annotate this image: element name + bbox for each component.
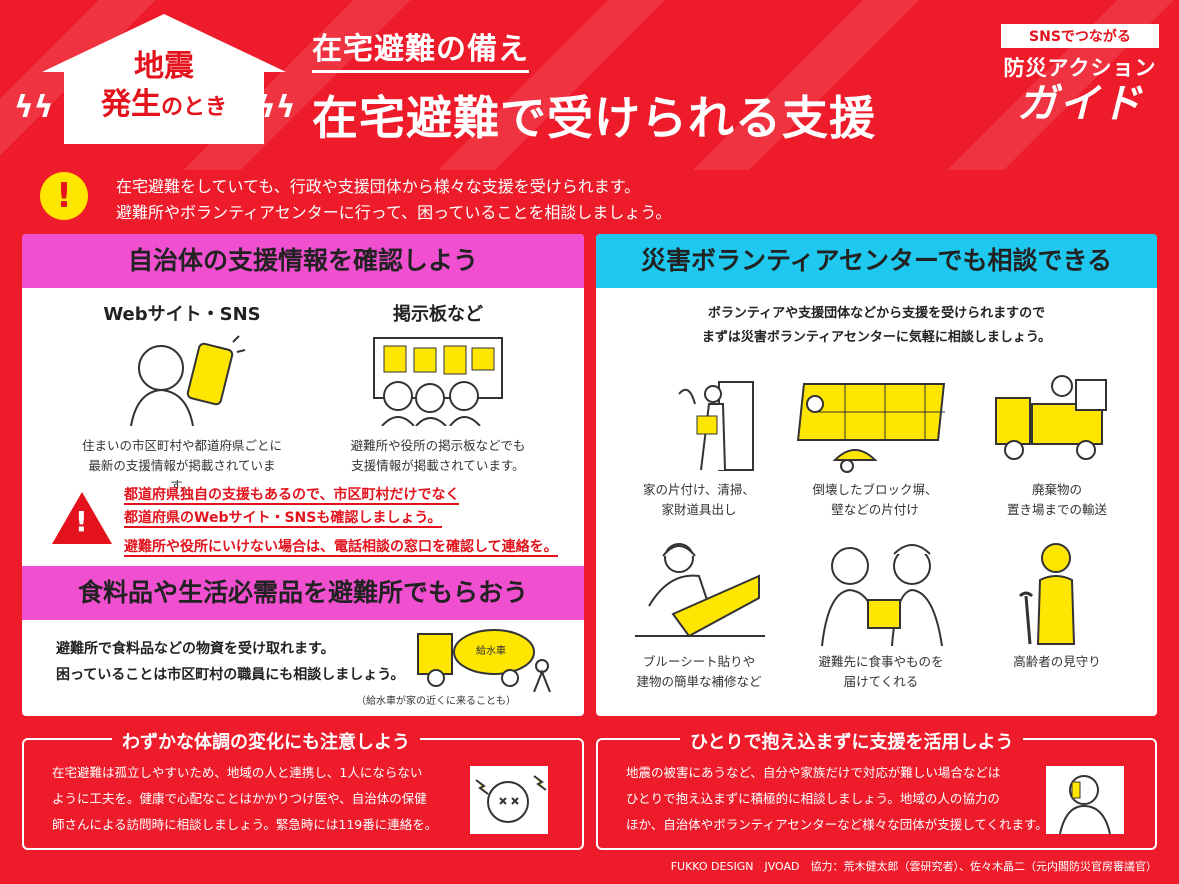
food-line1: 避難所で食料品などの物資を受け取れます。 bbox=[56, 641, 335, 657]
web-sns-column: Webサイト・SNS 住まいの市区町村や都道府県ごとに 最新の支援情報が掲載され… bbox=[82, 300, 282, 496]
badge-line2a: 発生 bbox=[100, 87, 161, 122]
sick-person-icon bbox=[470, 766, 548, 834]
brand-top: SNSでつながる bbox=[1001, 24, 1159, 48]
item-line2: 壁などの片付け bbox=[831, 502, 919, 517]
item-line2: 置き場までの輸送 bbox=[1006, 502, 1107, 517]
food-supplies-text: 避難所で食料品などの物資を受け取れます。 困っていることは市区町村の職員にも相談… bbox=[56, 636, 404, 688]
roof-repair-icon bbox=[635, 543, 765, 638]
bulletin-board-title: 掲示板など bbox=[393, 304, 483, 325]
item-line1: 倒壊したブロック塀、 bbox=[812, 482, 938, 497]
delivery-icon bbox=[821, 544, 943, 647]
truck-icon bbox=[995, 375, 1107, 460]
health-notice-title: わずかな体調の変化にも注意しよう bbox=[112, 728, 420, 754]
support-use-text: 地震の被害にあうなど、自分や家族だけで対応が難しい場合などは ひとりで抱え込まず… bbox=[626, 760, 1048, 838]
item-line2: 建物の簡単な補修など bbox=[636, 674, 762, 689]
intro-line2: まずは災害ボランティアセンターに気軽に相談しましょう。 bbox=[701, 330, 1052, 345]
health-notice-text: 在宅避難は孤立しやすいため、地域の人と連携し、1人にならない ように工夫を。健康… bbox=[52, 760, 437, 838]
warning-exclamation: ! bbox=[75, 505, 88, 538]
warning-line2: 都道府県のWebサイト・SNSも確認しましょう。 bbox=[124, 510, 442, 528]
notice-text: 在宅避難をしていても、行政や支援団体から様々な支援を受けられます。 避難所やボラ… bbox=[116, 174, 671, 226]
footer-credits: FUKKO DESIGN JVOAD 協力：荒木健太郎（雲研究者）、佐々木晶二（… bbox=[670, 860, 1157, 873]
earthquake-badge: 地震 発生のとき bbox=[40, 48, 288, 127]
brand-bottom: ガイド bbox=[1017, 81, 1143, 127]
warning-line3: 避難所や役所にいけない場合は、電話相談の窓口を確認して連絡を。 bbox=[124, 539, 558, 557]
phone-call-person-icon bbox=[1046, 766, 1124, 834]
web-sns-line1: 住まいの市区町村や都道府県ごとに bbox=[82, 438, 283, 453]
item-line1: 廃棄物の bbox=[1031, 482, 1082, 497]
bulletin-line2: 支援情報が掲載されています。 bbox=[351, 458, 525, 473]
block-wall-icon bbox=[796, 383, 946, 473]
badge-line2b: のとき bbox=[160, 95, 227, 120]
item-line1: 高齢者の見守り bbox=[1013, 654, 1101, 669]
web-sns-line2: 最新の支援情報が掲載されています。 bbox=[88, 458, 276, 493]
page-subtitle: 在宅避難の備え bbox=[312, 24, 529, 73]
support-line2: ひとりで抱え込まずに積極的に相談しましょう。地域の人の協力の bbox=[626, 791, 1000, 806]
item-line1: 避難先に食事やものを bbox=[818, 654, 944, 669]
lightning-icon: ϟϟ bbox=[256, 90, 296, 125]
elderly-person-icon bbox=[1018, 543, 1076, 645]
support-item-elderly-watch: 高齢者の見守り bbox=[972, 536, 1142, 672]
item-line1: ブルーシート貼りや bbox=[642, 654, 756, 669]
bulletin-board-icon bbox=[368, 334, 508, 427]
water-truck-icon: 給水車 bbox=[417, 629, 551, 692]
support-line3: ほか、自治体やボランティアセンターなど様々な団体が支援してくれます。 bbox=[626, 817, 1048, 832]
lightning-icon: ϟϟ bbox=[14, 90, 54, 125]
support-item-blue-sheet: ブルーシート貼りや 建物の簡単な補修など bbox=[614, 536, 784, 692]
food-supplies-title: 食料品や生活必需品を避難所でもらおう bbox=[22, 566, 584, 620]
support-item-waste-transport: 廃棄物の 置き場までの輸送 bbox=[972, 374, 1142, 520]
health-line3: 師さんによる訪問時に相談しましょう。緊急時には119番に連絡を。 bbox=[52, 817, 438, 832]
food-note: （給水車が家の近くに来ることも） bbox=[356, 696, 516, 707]
brand-mid: 防災アクション bbox=[1003, 56, 1157, 80]
municipal-support-title: 自治体の支援情報を確認しよう bbox=[22, 234, 584, 288]
food-line2: 困っていることは市区町村の職員にも相談しましょう。 bbox=[56, 667, 405, 683]
person-phone-icon bbox=[117, 334, 247, 427]
support-use-title: ひとりで抱え込まずに支援を活用しよう bbox=[680, 728, 1024, 754]
support-item-block-wall: 倒壊したブロック塀、 壁などの片付け bbox=[790, 374, 960, 520]
house-badge-shape bbox=[42, 14, 286, 144]
exclamation-icon: ! bbox=[40, 172, 88, 220]
house-cleaning-icon bbox=[678, 381, 754, 471]
item-line1: 家の片付け、清掃、 bbox=[643, 482, 755, 497]
brand-logo: SNSでつながる 防災アクション ガイド bbox=[1001, 24, 1159, 126]
volunteer-center-title: 災害ボランティアセンターでも相談できる bbox=[596, 234, 1157, 288]
volunteer-intro: ボランティアや支援団体などから支援を受けられますので まずは災害ボランティアセン… bbox=[596, 302, 1157, 350]
bulletin-line1: 避難所や役所の掲示板などでも bbox=[350, 438, 526, 453]
page-title: 在宅避難で受けられる支援 bbox=[312, 91, 876, 145]
notice-line2: 避難所やボランティアセンターに行って、困っていることを相談しましょう。 bbox=[116, 203, 672, 222]
support-line1: 地震の被害にあうなど、自分や家族だけで対応が難しい場合などは bbox=[626, 765, 1001, 780]
support-item-meal-delivery: 避難先に食事やものを 届けてくれる bbox=[796, 536, 966, 692]
item-line2: 届けてくれる bbox=[843, 674, 919, 689]
intro-line1: ボランティアや支援団体などから支援を受けられますので bbox=[707, 306, 1046, 321]
truck-label: 給水車 bbox=[476, 644, 506, 657]
support-item-cleaning: 家の片付け、清掃、 家財道具出し bbox=[614, 374, 784, 520]
bulletin-board-column: 掲示板など 避難所や役所の掲示板などでも 支援情報が掲載されています。 bbox=[328, 300, 548, 476]
municipal-support-panel: 自治体の支援情報を確認しよう Webサイト・SNS 住まいの市区町村や都道府県ご… bbox=[22, 234, 584, 716]
warning-line1: 都道府県独自の支援もあるので、市区町村だけでなく bbox=[124, 487, 460, 505]
web-sns-title: Webサイト・SNS bbox=[103, 304, 261, 325]
warning-text: 都道府県独自の支援もあるので、市区町村だけでなく 都道府県のWebサイト・SNS… bbox=[124, 484, 558, 559]
warning-icon bbox=[52, 492, 112, 544]
item-line2: 家財道具出し bbox=[661, 502, 737, 517]
notice-line1: 在宅避難をしていても、行政や支援団体から様々な支援を受けられます。 bbox=[116, 177, 641, 196]
badge-line1: 地震 bbox=[134, 49, 194, 84]
health-line2: ように工夫を。健康で心配なことはかかりつけ医や、自治体の保健 bbox=[52, 791, 427, 806]
health-line1: 在宅避難は孤立しやすいため、地域の人と連携し、1人にならない bbox=[52, 765, 423, 780]
